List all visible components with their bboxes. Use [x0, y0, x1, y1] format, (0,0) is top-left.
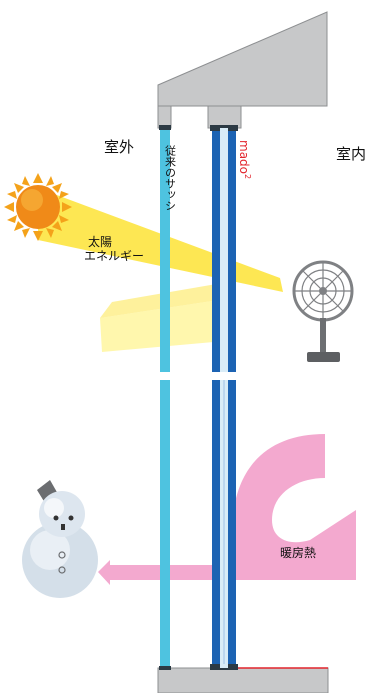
sun-icon	[4, 173, 72, 241]
mado-brand: mado	[237, 140, 251, 174]
upper-wall	[157, 11, 328, 129]
floor-sill	[157, 667, 329, 693]
heating-heat-flow	[98, 434, 356, 585]
indoor-label: 室内	[336, 145, 366, 163]
mado-superscript: 2	[243, 174, 252, 179]
mado-label: mado2	[237, 140, 252, 179]
snowman-icon	[22, 480, 98, 598]
solar-energy-label-line1: 太陽	[88, 234, 112, 249]
mado-double-sash	[210, 125, 238, 670]
fan-icon	[292, 260, 354, 362]
heating-heat-label: 暖房熱	[280, 545, 316, 560]
solar-energy-label-line2: エネルギー	[84, 249, 144, 263]
outdoor-label: 室外	[104, 138, 134, 156]
conventional-sash	[159, 125, 171, 670]
conventional-sash-label: 従来のサッシ	[164, 145, 177, 211]
